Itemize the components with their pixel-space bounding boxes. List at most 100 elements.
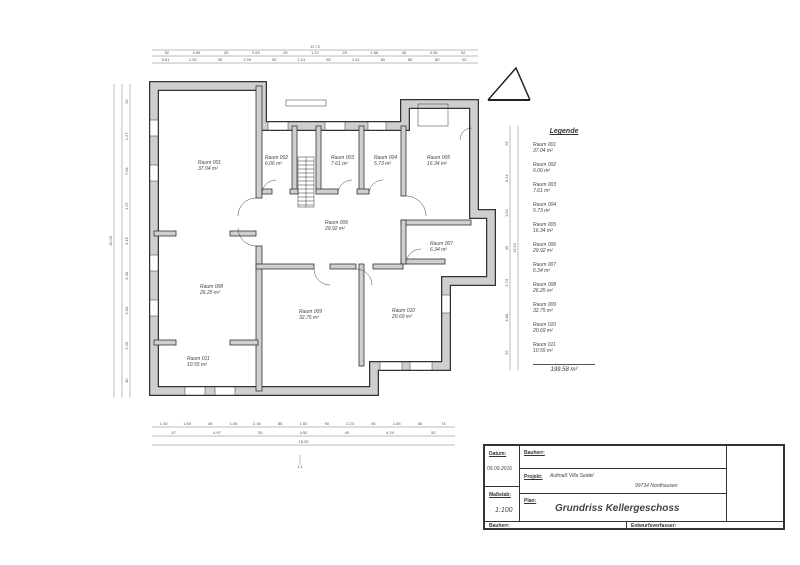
dimension-lines: [113, 49, 519, 465]
dimension-label: 15.03: [108, 235, 113, 246]
dimension-label: 5.38: [124, 271, 129, 280]
legend-room-area: 29.92 m²: [533, 248, 553, 254]
legend-room-name: Raum 003: [533, 182, 557, 188]
dimension-label: 45: [504, 245, 509, 250]
dimension-label: 25: [224, 50, 229, 55]
dimension-label: 47: [171, 430, 176, 435]
dimension-label: 2.23: [346, 421, 355, 426]
legend-room-area: 6.06 m²: [533, 168, 550, 174]
room-area: 26.25 m²: [200, 290, 220, 296]
dimension-label: 4.89: [193, 50, 202, 55]
dimension-label: 1.86: [370, 50, 379, 55]
dimension-label: 1-1: [297, 464, 304, 469]
legend-room-area: 10.55 m²: [533, 348, 553, 354]
dimension-label: 45: [218, 57, 223, 62]
dimension-label: 2.16: [253, 421, 262, 426]
dimension-label: 2.93: [252, 50, 261, 55]
bauherr-cell: Bauherr:: [519, 445, 727, 469]
entwurf-label: Entwurfsverfasser:: [631, 523, 677, 529]
dimension-label: 52: [124, 98, 129, 103]
project-label: Projekt:: [524, 474, 543, 480]
dimension-label: 86: [278, 421, 283, 426]
dimension-label: 5.81: [162, 57, 171, 62]
bauherr-bottom-cell: Bauherr:: [484, 521, 627, 529]
entwurf-cell: Entwurfsverfasser:: [626, 521, 784, 529]
date-cell: Datum: 09.09.2016: [484, 445, 520, 487]
dimension-label: 1.27: [124, 201, 129, 210]
dimension-label: 45: [124, 378, 129, 383]
dimension-label: 52: [462, 57, 467, 62]
dimension-label: 85: [418, 421, 423, 426]
legend-room-name: Raum 008: [533, 282, 557, 288]
legend-room-area: 6.34 m²: [533, 268, 550, 274]
staircase: [297, 103, 449, 208]
date-value: 09.09.2016: [487, 466, 513, 472]
room-name: Raum 002: [265, 155, 289, 161]
legend-room-name: Raum 011: [533, 342, 556, 348]
scale-value: 1:100: [495, 507, 513, 514]
legend-room-name: Raum 010: [533, 322, 557, 328]
door-swings: [237, 127, 473, 286]
dimension-label: 45: [345, 430, 350, 435]
room-name: Raum 010: [392, 308, 416, 314]
dimension-label: 1.25: [189, 57, 198, 62]
dimension-label: 52: [504, 350, 509, 355]
bauherr-bottom-label: Bauherr:: [489, 523, 510, 529]
project-cell: Projekt: Aufmaß Villa Seidel 99734 Nordh…: [519, 468, 727, 494]
dimension-label: 25: [342, 50, 347, 55]
legend-room-area: 26.25 m²: [533, 288, 553, 294]
dimension-label: 52: [504, 140, 509, 145]
legend-room-name: Raum 005: [533, 222, 557, 228]
dimension-label: 2.94: [124, 306, 129, 315]
dimension-label: 1.37: [311, 50, 320, 55]
outer-wall: [149, 81, 496, 396]
room-area: 6.34 m²: [430, 247, 447, 253]
dimension-label: 80: [435, 57, 440, 62]
dimension-label: 74: [441, 421, 446, 426]
room-name: Raum 006: [325, 220, 349, 226]
north-arrow-icon: [487, 66, 531, 101]
room-name: Raum 008: [200, 284, 224, 290]
room-name: Raum 009: [299, 309, 323, 315]
dimension-label: 25: [283, 50, 288, 55]
dimension-label: 4.88: [504, 313, 509, 322]
dimension-label: 1.99: [243, 57, 252, 62]
legend-room-area: 7.61 m²: [533, 188, 550, 194]
legend-room-name: Raum 001: [533, 142, 557, 148]
dimension-label: 45: [208, 421, 213, 426]
dimension-label: 1.65: [183, 421, 192, 426]
dimension-label: 80: [326, 57, 331, 62]
legend-room-name: Raum 009: [533, 302, 557, 308]
dimension-label: 8.24: [504, 174, 509, 183]
room-area: 37.04 m²: [198, 166, 218, 172]
room-name: Raum 007: [430, 241, 454, 247]
project-name: Aufmaß Villa Seidel: [550, 473, 594, 479]
dimension-label: 4.24: [386, 430, 395, 435]
legend-room-area: 16.34 m²: [533, 228, 553, 234]
dimension-label: 1.60: [300, 421, 309, 426]
dimension-label: 1.65: [393, 421, 402, 426]
legend-title: Legende: [549, 128, 579, 135]
legend-room-name: Raum 006: [533, 242, 557, 248]
interior-walls: [153, 85, 472, 392]
windows: [149, 99, 451, 396]
legend-room-area: 20.69 m²: [533, 328, 553, 334]
dimension-label: 1.74: [504, 278, 509, 287]
room-area: 7.61 m²: [331, 161, 348, 167]
